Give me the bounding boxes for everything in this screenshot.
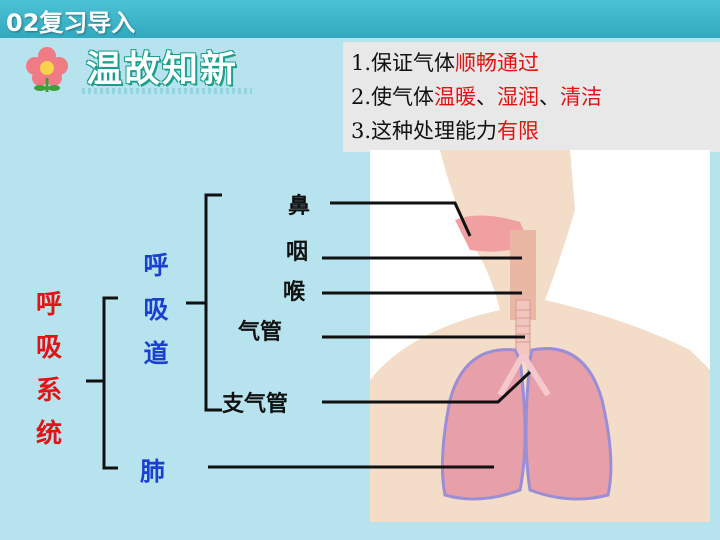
flower-icon	[26, 47, 68, 92]
nose-label: 鼻	[288, 194, 311, 219]
notes-box: 1.保证气体顺畅通过 2.使气体温暖、湿润、清洁 3.这种处理能力有限	[343, 42, 720, 152]
header-bar	[0, 0, 720, 38]
respiratory-tract-label: 呼 吸 道	[143, 251, 169, 368]
note-line-1: 1.保证气体顺畅通过	[351, 51, 540, 75]
pharynx-label: 咽	[286, 240, 309, 265]
larynx-label: 喉	[283, 280, 306, 305]
note-line-3: 3.这种处理能力有限	[351, 119, 540, 143]
review-title: 温故知新	[86, 49, 239, 90]
slide-header-title: 02复习导入	[6, 9, 136, 37]
note-line-2: 2.使气体温暖、湿润、清洁	[351, 85, 603, 109]
respiratory-system-label: 呼 吸 系 统	[35, 290, 62, 449]
bronchi-label: 支气管	[222, 392, 289, 417]
lung-label: 肺	[140, 457, 166, 486]
trachea-label: 气管	[238, 320, 283, 345]
review-title-decoration	[82, 88, 252, 94]
